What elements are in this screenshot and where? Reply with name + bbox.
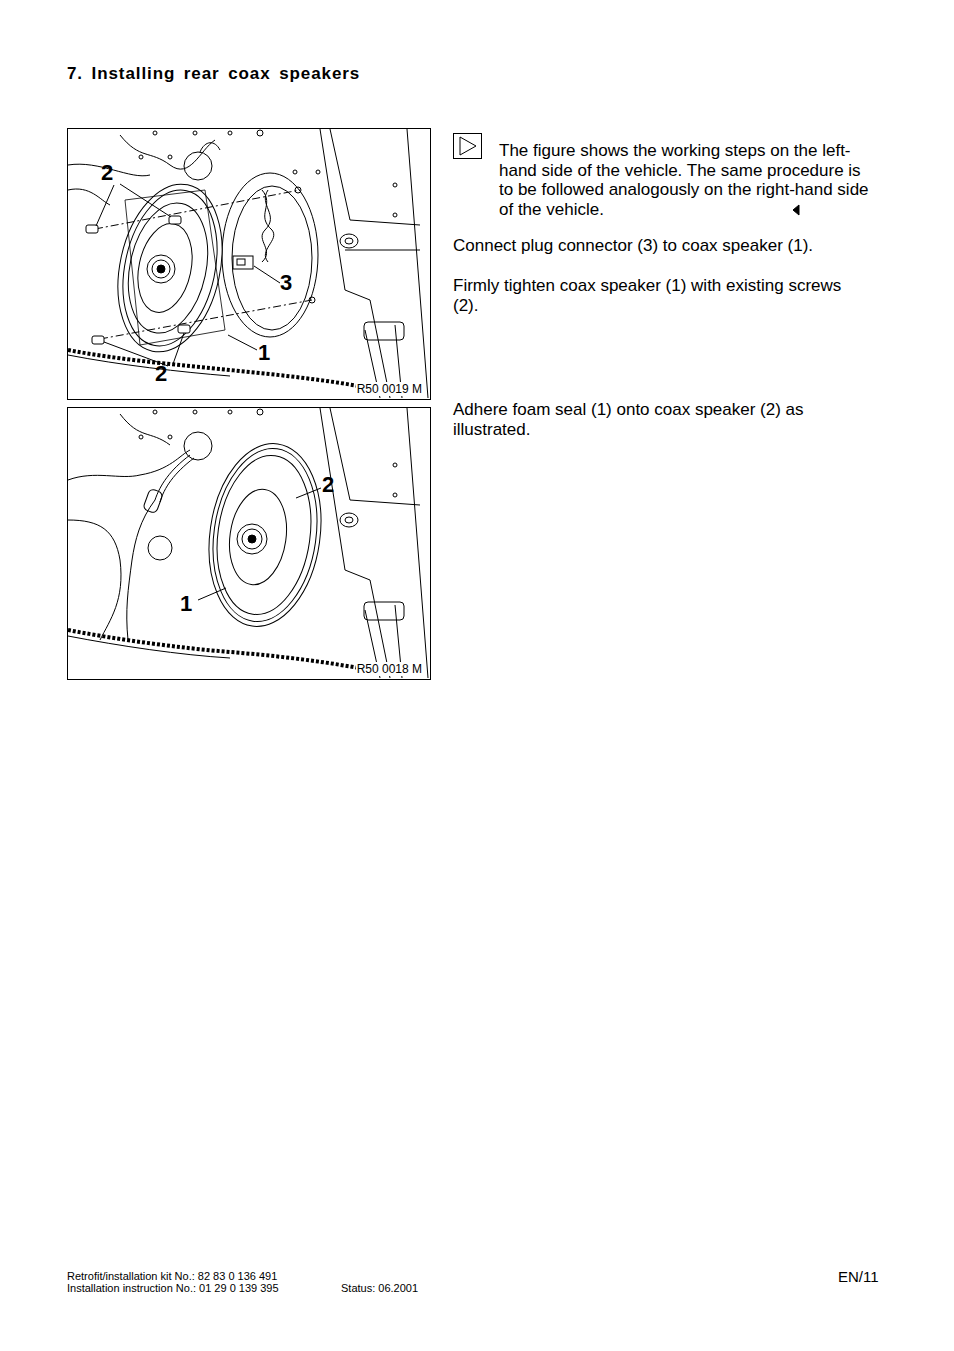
callout-number: 1: [258, 340, 270, 366]
figure-frame: R50 0019 M: [67, 128, 431, 400]
speaker-illustration: [68, 408, 428, 678]
note-text: The figure shows the working steps on th…: [499, 141, 871, 219]
footer-text: Installation instruction No.: 01 29 0 13…: [67, 1282, 279, 1295]
footer-text: Status: 06.2001: [341, 1282, 418, 1295]
speaker-illustration: [68, 129, 428, 398]
instruction-text: Adhere foam seal (1) onto coax speaker (…: [453, 400, 839, 439]
instruction-text: Connect plug connector (3) to coax speak…: [453, 236, 893, 256]
instruction-text: Firmly tighten coax speaker (1) with exi…: [453, 276, 853, 315]
callout-number: 2: [101, 160, 113, 186]
end-marker: [793, 205, 799, 215]
figure-frame: R50 0018 M: [67, 407, 431, 680]
page-number: EN/11: [838, 1268, 879, 1285]
note-icon: [460, 137, 476, 155]
note-icon: [454, 134, 482, 159]
callout-number: 1: [180, 591, 192, 617]
section-title: 7. Installing rear coax speakers: [67, 64, 360, 84]
figure-code: R50 0018 M: [356, 662, 423, 676]
figure-code: R50 0019 M: [356, 382, 423, 396]
footer-text: Retrofit/installation kit No.: 82 83 0 1…: [67, 1270, 277, 1283]
callout-number: 2: [155, 361, 167, 387]
callout-number: 3: [280, 270, 292, 296]
callout-number: 2: [322, 472, 334, 498]
